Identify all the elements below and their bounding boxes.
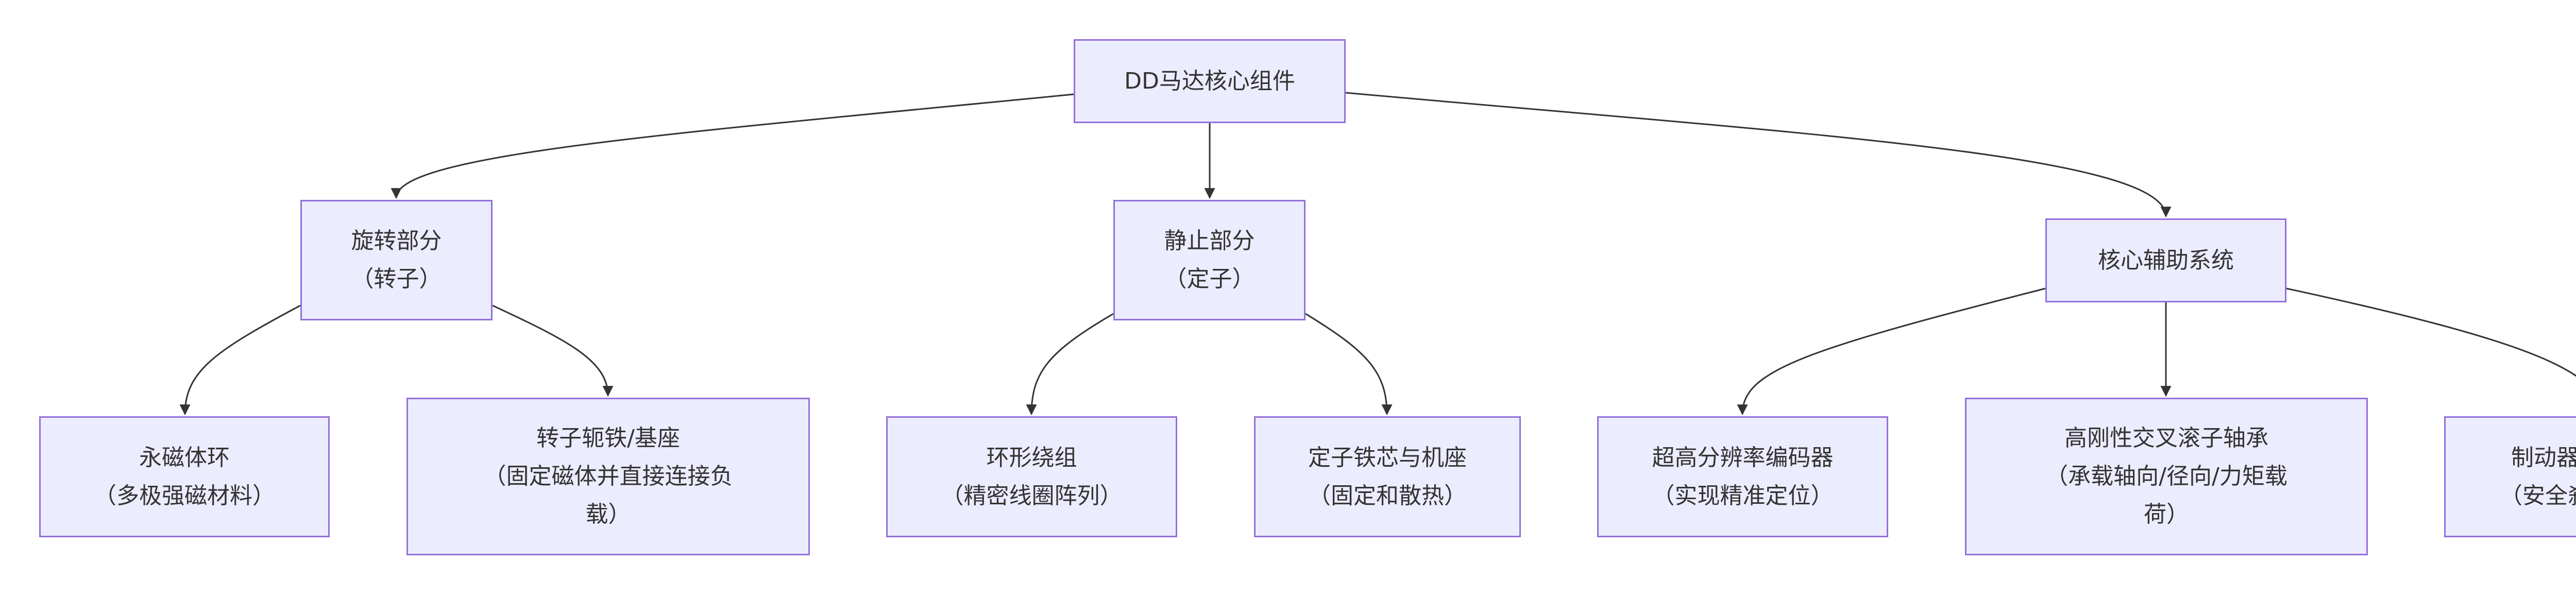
edge-root-rotor [391, 93, 1074, 199]
node-brake-label: 制动器与连接部件 （安全刹车与接口） [2500, 444, 2576, 509]
node-winding[interactable]: 环形绕组 （精密线圈阵列） [886, 416, 1177, 537]
node-aux[interactable]: 核心辅助系统 [2045, 218, 2286, 302]
edge-stator-winding [1026, 313, 1114, 416]
edge-rotor-yoke [492, 304, 614, 397]
edge-rotor-magnet [179, 304, 301, 416]
node-magnet[interactable]: 永磁体环 （多极强磁材料） [39, 416, 330, 537]
edge-root-aux [1345, 92, 2172, 218]
node-rotor[interactable]: 旋转部分 （转子） [300, 200, 493, 320]
node-root[interactable]: DD马达核心组件 [1074, 39, 1346, 123]
node-yoke-label: 转子轭铁/基座 （固定磁体并直接连接负 载） [483, 425, 733, 528]
edge-aux-encoder [1737, 287, 2046, 416]
node-root-label: DD马达核心组件 [1124, 67, 1295, 94]
node-core-label: 定子铁芯与机座 （固定和散热） [1308, 444, 1467, 509]
node-encoder[interactable]: 超高分辨率编码器 （实现精准定位） [1597, 416, 1888, 537]
node-bearing-label: 高刚性交叉滚子轴承 （承载轴向/径向/力矩载 荷） [2045, 425, 2287, 528]
edge-stator-core [1305, 313, 1393, 416]
node-brake[interactable]: 制动器与连接部件 （安全刹车与接口） [2444, 416, 2576, 537]
node-stator[interactable]: 静止部分 （定子） [1113, 200, 1306, 320]
node-yoke[interactable]: 转子轭铁/基座 （固定磁体并直接连接负 载） [406, 398, 810, 555]
node-winding-label: 环形绕组 （精密线圈阵列） [941, 444, 1123, 509]
edge-aux-brake [2286, 287, 2576, 377]
node-magnet-label: 永磁体环 （多极强磁材料） [94, 444, 275, 509]
node-encoder-label: 超高分辨率编码器 （实现精准定位） [1652, 444, 1834, 509]
node-core[interactable]: 定子铁芯与机座 （固定和散热） [1254, 416, 1521, 537]
node-aux-label: 核心辅助系统 [2098, 247, 2234, 274]
node-bearing[interactable]: 高刚性交叉滚子轴承 （承载轴向/径向/力矩载 荷） [1965, 398, 2368, 555]
node-stator-label: 静止部分 （定子） [1164, 228, 1255, 292]
node-rotor-label: 旋转部分 （转子） [351, 228, 442, 292]
